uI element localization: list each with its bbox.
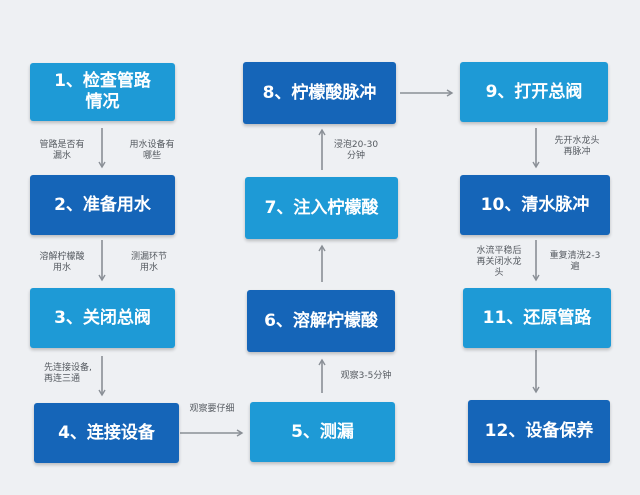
- note-dissolve-water: 溶解柠檬酸 用水: [39, 252, 85, 273]
- step-4-box: 4、连接设备: [34, 403, 179, 463]
- step-9-box: 9、打开总阀: [460, 62, 608, 122]
- note-observe-minutes: 观察3-5分钟: [340, 371, 392, 381]
- step-12-box: 12、设备保养: [468, 400, 610, 463]
- step-3-box: 3、关闭总阀: [30, 288, 175, 348]
- note-connect-device: 先连接设备, 再连三通: [44, 363, 92, 384]
- note-leak-test-water: 测漏环节 用水: [130, 252, 167, 273]
- step-2-box: 2、准备用水: [30, 175, 175, 235]
- step-7-box: 7、注入柠檬酸: [245, 177, 398, 239]
- step-1-box: 1、检查管路 情况: [30, 63, 175, 121]
- step-6-box: 6、溶解柠檬酸: [247, 290, 395, 352]
- note-leak-check: 管路是否有 漏水: [39, 140, 85, 161]
- note-observe-carefully: 观察要仔细: [189, 404, 235, 414]
- step-8-box: 8、柠檬酸脉冲: [243, 62, 396, 124]
- note-water-devices: 用水设备有 哪些: [129, 140, 175, 161]
- note-flow-steady: 水流平稳后 再关闭水龙 头: [476, 246, 522, 278]
- note-open-faucet: 先开水龙头 再脉冲: [554, 136, 600, 157]
- note-repeat-rinse: 重复清洗2-3 遍: [549, 251, 601, 272]
- step-11-box: 11、还原管路: [463, 288, 611, 348]
- step-5-box: 5、测漏: [250, 402, 395, 462]
- step-10-box: 10、清水脉冲: [460, 175, 610, 235]
- note-soak-minutes: 浸泡20-30 分钟: [333, 140, 379, 161]
